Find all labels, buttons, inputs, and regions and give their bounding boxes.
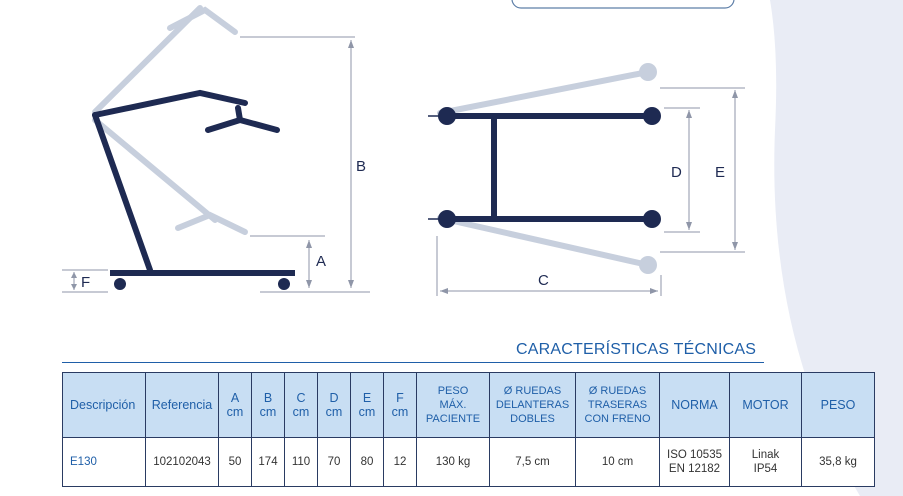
- header-ruedas-traseras: Ø RUEDAS TRASERAS CON FRENO: [575, 372, 660, 438]
- top-view-drawing: D E C: [428, 63, 745, 296]
- top-dimension-lines: [436, 87, 745, 296]
- header-peso-max: PESO MÁX. PACIENTE: [416, 372, 490, 438]
- dim-label-c: C: [538, 272, 549, 289]
- header-ruedas-delanteras: Ø RUEDAS DELANTERAS DOBLES: [489, 372, 576, 438]
- specs-table: Descripción Referencia A cm B cm C cm D …: [62, 372, 875, 487]
- header-motor: MOTOR: [729, 372, 802, 438]
- technical-drawings: B A F: [62, 5, 745, 296]
- cell-a: 50: [218, 437, 252, 487]
- header-b: B cm: [251, 372, 285, 438]
- top-dimension-arrows: [440, 90, 738, 294]
- boom-ghost-raised: [92, 5, 248, 235]
- header-referencia: Referencia: [145, 372, 219, 438]
- wheel-front-top: [643, 107, 661, 125]
- header-peso: PESO: [801, 372, 875, 438]
- header-c: C cm: [284, 372, 318, 438]
- ghost-wheel-bottom: [639, 256, 657, 274]
- header-d: D cm: [317, 372, 351, 438]
- ghost-wheel-top: [639, 63, 657, 81]
- table-row: E130 102102043 50 174 110 70 80 12 130 k…: [62, 437, 875, 487]
- leg-end-lines: [428, 115, 440, 220]
- dim-label-a: A: [316, 253, 326, 270]
- wheel-front-bottom: [643, 210, 661, 228]
- header-f: F cm: [383, 372, 417, 438]
- legs-closed: [440, 113, 652, 222]
- wheel-rear-bottom: [438, 210, 456, 228]
- cell-motor: Linak IP54: [729, 437, 802, 487]
- side-view-drawing: B A F: [62, 5, 370, 293]
- cell-peso-max: 130 kg: [416, 437, 490, 487]
- header-norma: NORMA: [659, 372, 730, 438]
- cell-c: 110: [284, 437, 318, 487]
- cell-peso: 35,8 kg: [801, 437, 875, 487]
- cell-ruedas-traseras: 10 cm: [575, 437, 660, 487]
- dim-label-f: F: [81, 274, 90, 291]
- header-descripcion: Descripción: [62, 372, 146, 438]
- cell-d: 70: [317, 437, 351, 487]
- rear-wheel: [278, 278, 290, 290]
- cell-e: 80: [350, 437, 384, 487]
- lift-frame: [92, 89, 280, 273]
- cell-b: 174: [251, 437, 285, 487]
- title-underline: [62, 362, 764, 363]
- legs-ghost-open: [437, 69, 651, 268]
- wheel-rear-top: [438, 107, 456, 125]
- front-wheel: [114, 278, 126, 290]
- cell-ruedas-delanteras: 7,5 cm: [489, 437, 576, 487]
- section-title: CARACTERÍSTICAS TÉCNICAS: [516, 341, 757, 358]
- dim-label-d: D: [671, 164, 682, 181]
- dim-label-b: B: [356, 158, 366, 175]
- cell-f: 12: [383, 437, 417, 487]
- header-a: A cm: [218, 372, 252, 438]
- cell-descripcion: E130: [62, 437, 146, 487]
- table-header-row: Descripción Referencia A cm B cm C cm D …: [62, 372, 875, 438]
- side-dimension-arrows: [71, 40, 354, 290]
- dim-label-e: E: [715, 164, 725, 181]
- header-e: E cm: [350, 372, 384, 438]
- top-box-partial: [511, 0, 735, 9]
- base-bar: [110, 270, 295, 276]
- cell-referencia: 102102043: [145, 437, 219, 487]
- cell-norma: ISO 10535 EN 12182: [659, 437, 730, 487]
